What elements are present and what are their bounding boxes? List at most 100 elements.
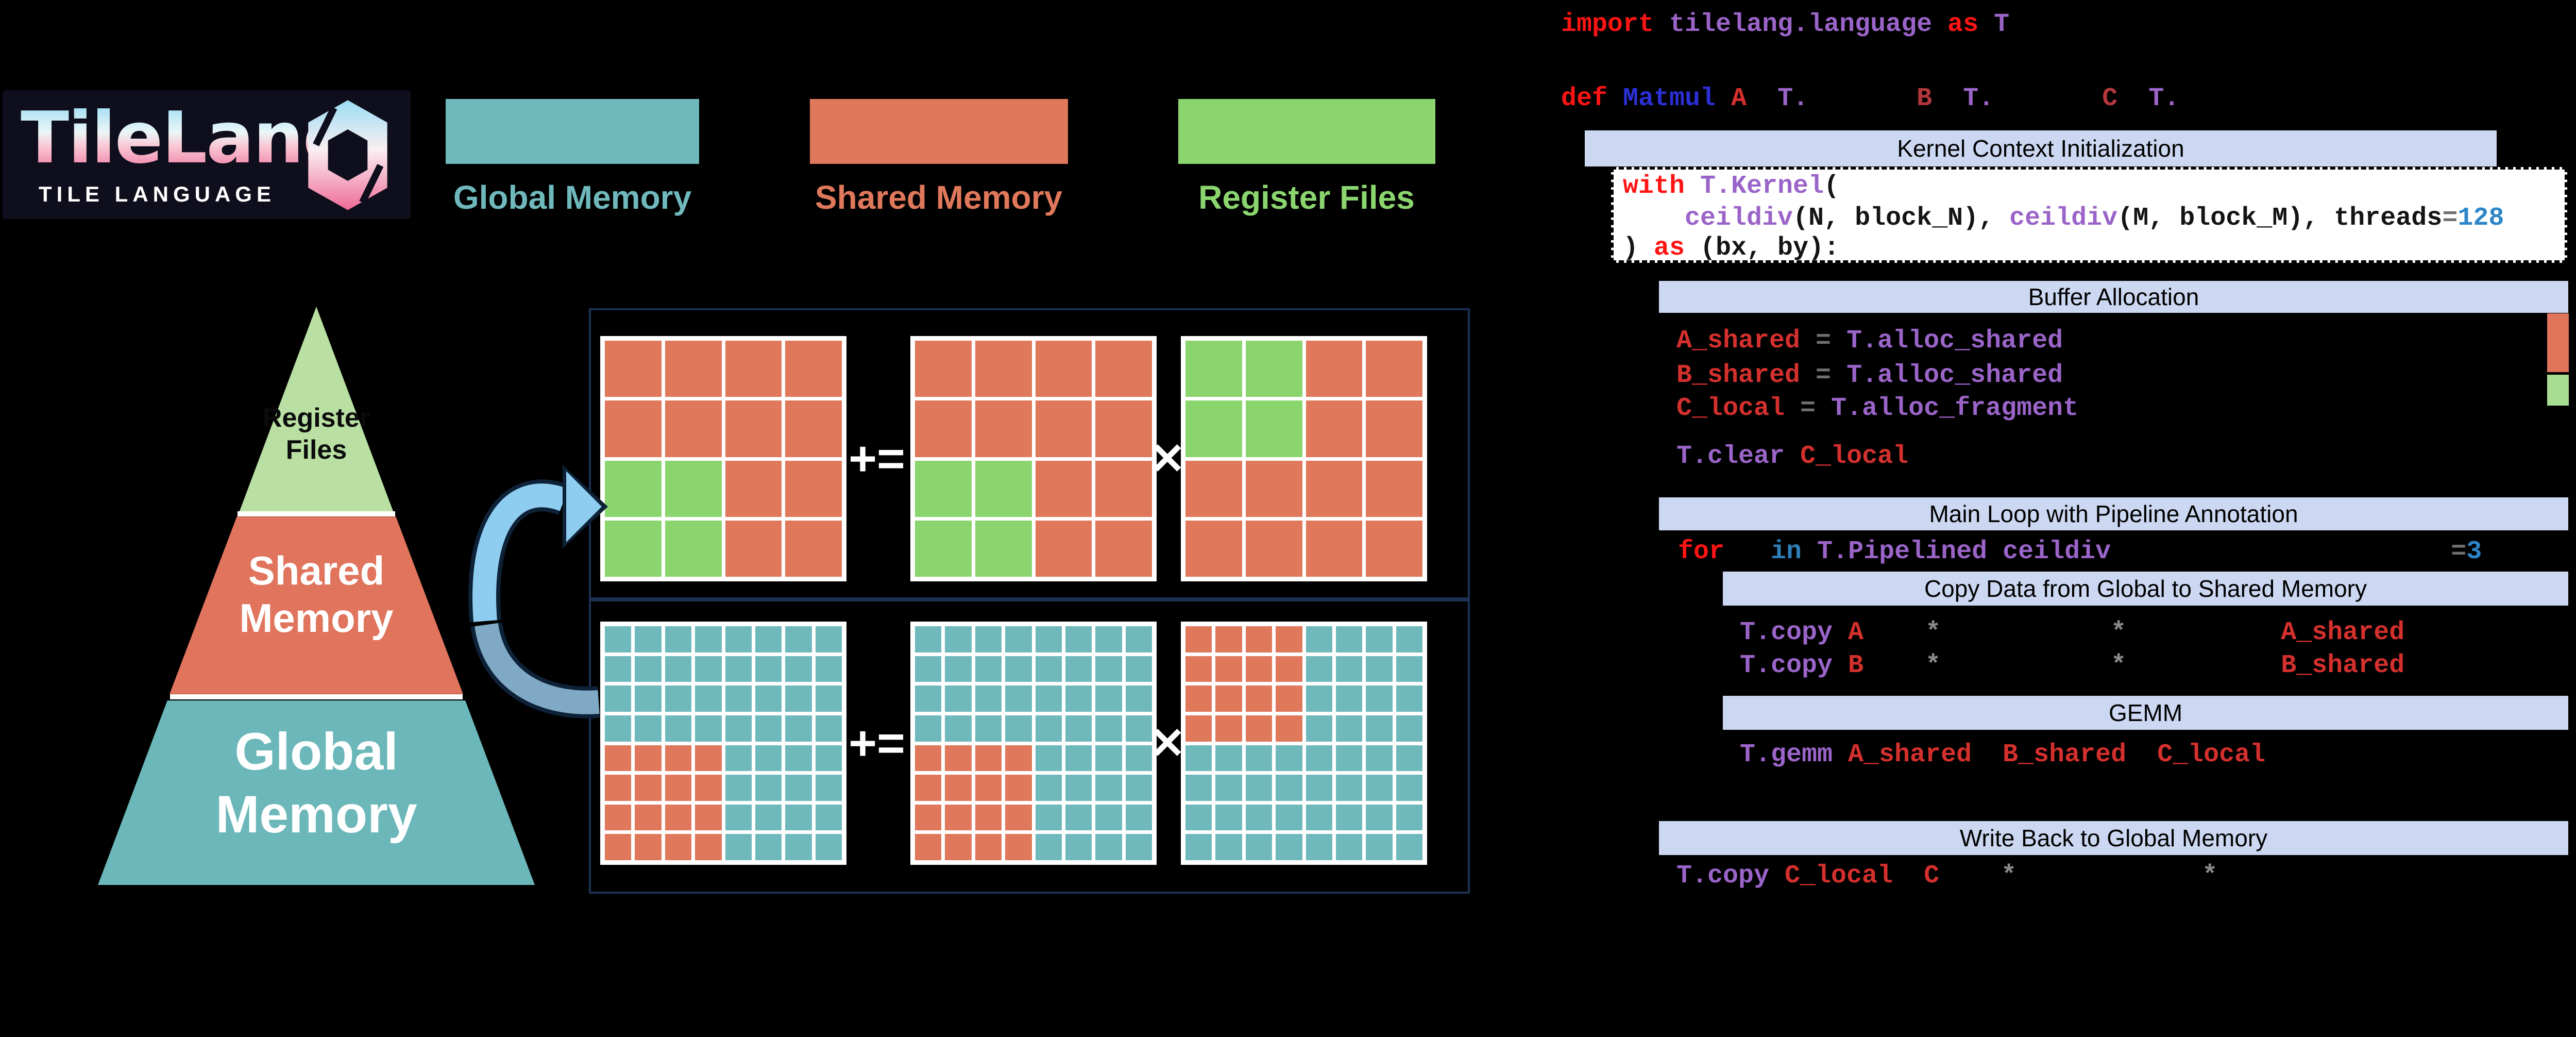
tile-cell	[1065, 685, 1092, 712]
tile-cell	[815, 685, 842, 712]
tile-cell	[695, 834, 722, 860]
tile-cell	[755, 656, 782, 682]
tile-cell	[915, 834, 942, 860]
code-line: B_shared = T.alloc_shared	[1676, 359, 2063, 392]
tile-cell	[755, 745, 782, 772]
tile-cell	[1306, 626, 1332, 653]
tile-cell	[1035, 804, 1062, 831]
tile-cell	[725, 626, 752, 653]
tile-cell	[1095, 626, 1122, 653]
legend-swatch-global-memory	[446, 99, 699, 164]
pyramid-separator	[170, 694, 463, 700]
code-line: ceildiv(N, block_N), ceildiv(M, block_M)…	[1623, 202, 2504, 235]
tile-cell	[1035, 520, 1092, 577]
code-token: *	[2001, 861, 2017, 891]
tile-cell	[755, 775, 782, 801]
tile-cell	[945, 775, 972, 801]
tile-cell	[915, 626, 942, 653]
code-line: T.copy B * * B_shared	[1740, 649, 2404, 682]
curved-arrow-icon	[468, 465, 608, 718]
tile-cell	[1065, 745, 1092, 772]
tile-cell	[945, 715, 972, 742]
tile-cell	[665, 400, 722, 457]
code-token: C_local	[2157, 740, 2266, 770]
tile-cell	[1396, 834, 1422, 860]
tile-cell	[1185, 715, 1212, 742]
tile-cell	[1065, 626, 1092, 653]
tile-cell	[1396, 626, 1422, 653]
code-token: C	[2102, 84, 2118, 113]
tile-cell	[1276, 745, 1302, 772]
section-header: Copy Data from Global to Shared Memory	[1723, 572, 2568, 606]
tile-cell	[755, 834, 782, 860]
code-token: B_shared	[2281, 651, 2405, 680]
tile-cell	[1125, 804, 1152, 831]
tile-cell	[1396, 775, 1422, 801]
tile-cell	[605, 775, 632, 801]
tile-cell	[1366, 745, 1393, 772]
section-header: Write Back to Global Memory	[1659, 821, 2568, 855]
tile-cell	[1396, 656, 1422, 682]
logo-title: TileLang	[21, 96, 353, 179]
pyramid-label-global: Global Memory	[98, 720, 535, 846]
code-token: (bx, by):	[1685, 233, 1840, 263]
register-alloc-color-bar	[2547, 375, 2569, 406]
kernel-context-code-box	[1611, 167, 2567, 263]
tile-cell	[1396, 745, 1422, 772]
code-token: *	[2202, 861, 2218, 891]
tile-cell	[1125, 834, 1152, 860]
tile-cell	[665, 341, 722, 397]
tile-cell	[1306, 804, 1332, 831]
code-token: T.	[1777, 84, 1809, 113]
tilelang-logo-icon	[308, 100, 387, 210]
code-token: ceildiv	[1685, 204, 1793, 233]
tile-cell	[1095, 685, 1122, 712]
code-token: import	[1561, 10, 1654, 39]
tile-cell	[1215, 685, 1242, 712]
tile-cell	[1245, 400, 1302, 457]
tile-cell	[1125, 715, 1152, 742]
code-token	[1932, 84, 1963, 113]
code-token: T.copy	[1676, 861, 1770, 891]
code-token: T.alloc_shared	[1846, 326, 2063, 356]
tile-grid	[600, 622, 846, 865]
tile-cell	[1005, 715, 1032, 742]
tile-cell	[975, 775, 1002, 801]
tile-cell	[1366, 656, 1393, 682]
tile-cell	[605, 685, 632, 712]
code-token: with	[1623, 172, 1701, 201]
tile-cell	[635, 656, 662, 682]
tile-cell	[815, 656, 842, 682]
tile-grid	[1181, 622, 1427, 865]
pyramid-label-line: Shared	[248, 547, 385, 593]
tile-cell	[1276, 626, 1302, 653]
tile-cell	[1276, 685, 1302, 712]
tile-cell	[1306, 715, 1332, 742]
tile-cell	[725, 834, 752, 860]
tile-cell	[1306, 745, 1332, 772]
code-token: C_local	[1785, 442, 1909, 471]
code-token: in	[1771, 537, 1802, 566]
legend-swatch-register-files	[1178, 99, 1435, 164]
tile-cell	[915, 400, 972, 457]
code-token	[1724, 537, 1771, 566]
code-token: T.copy	[1740, 651, 1833, 680]
tile-cell	[1335, 656, 1363, 682]
tile-cell	[1245, 715, 1273, 742]
tile-cell	[605, 341, 662, 397]
tile-cell	[1185, 400, 1242, 457]
tile-cell	[665, 804, 692, 831]
tile-cell	[945, 685, 972, 712]
tile-cell	[1005, 626, 1032, 653]
tile-cell	[975, 400, 1032, 457]
tile-cell	[695, 745, 722, 772]
code-token: 128	[2458, 204, 2504, 233]
tile-cell	[1245, 685, 1273, 712]
tile-cell	[945, 834, 972, 860]
logo-subtitle: TILE LANGUAGE	[39, 182, 276, 206]
tile-cell	[1215, 775, 1242, 801]
code-token: A	[1833, 618, 1864, 647]
tile-cell	[605, 804, 632, 831]
tile-cell	[1215, 804, 1242, 831]
tile-cell	[1366, 685, 1393, 712]
